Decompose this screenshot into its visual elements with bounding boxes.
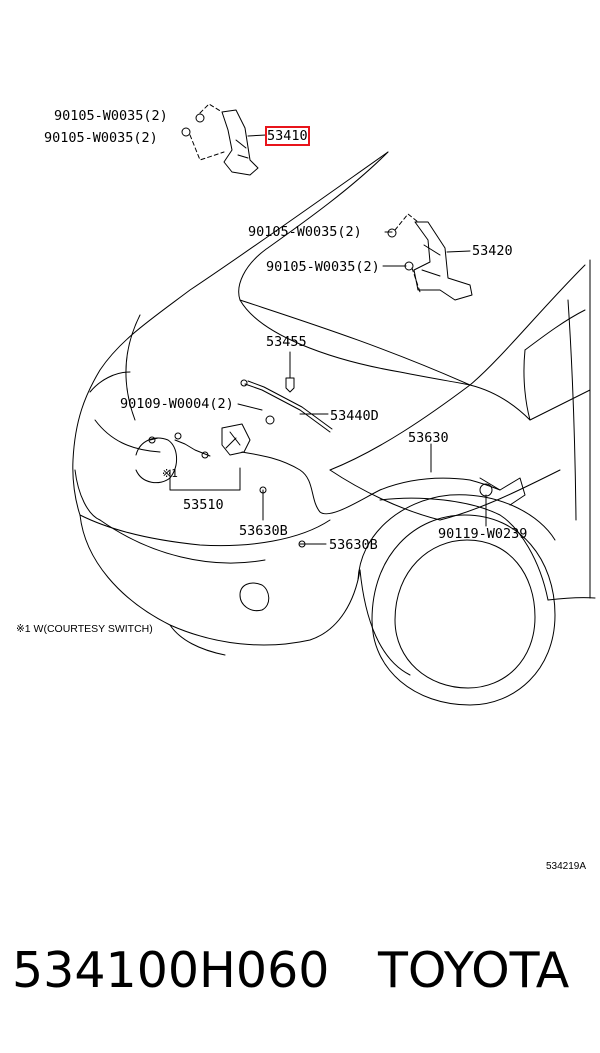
- label-53630b-left: 53630B: [239, 523, 288, 539]
- label-53420: 53420: [472, 243, 513, 259]
- leader-lines: [189, 103, 421, 293]
- courtesy-switch-note: ※1 W(COURTESY SWITCH): [16, 623, 153, 635]
- hood-hinge-53420: [387, 221, 473, 301]
- hood-lock-53510: [148, 423, 251, 459]
- marker-x1: ※1: [162, 467, 178, 480]
- label-53630: 53630: [408, 430, 449, 446]
- caption: 534100H060 TOYOTA: [12, 938, 592, 1008]
- label-53510: 53510: [183, 497, 224, 513]
- parts-diagram: [72, 103, 596, 706]
- hood-rod-53440D: [240, 379, 333, 433]
- label-90105-w0035-top2: 90105-W0035(2): [44, 130, 158, 146]
- label-90105-w0035-top1: 90105-W0035(2): [54, 108, 168, 124]
- label-90119-w0239: 90119-W0239: [438, 526, 528, 542]
- part-number: 534100H060: [12, 942, 330, 999]
- part-53455: [285, 377, 295, 393]
- leader-lines-solid: [169, 134, 487, 545]
- label-53440d: 53440D: [330, 408, 379, 424]
- front-wheel: [357, 494, 556, 706]
- label-90105-w0035-mid2: 90105-W0035(2): [266, 259, 380, 275]
- label-90109-w0004: 90109-W0004(2): [120, 396, 234, 412]
- release-cable-53630: [241, 451, 526, 548]
- hood-hinge-53410: [181, 109, 259, 176]
- label-90105-w0035-mid1: 90105-W0035(2): [248, 224, 362, 240]
- figure-id: 534219A: [546, 861, 587, 872]
- label-53455: 53455: [266, 334, 307, 350]
- label-53410-highlighted[interactable]: 53410: [265, 126, 310, 146]
- car-body-outline: [72, 151, 596, 676]
- label-53630b-right: 53630B: [329, 537, 378, 553]
- brand-name: TOYOTA: [378, 942, 570, 999]
